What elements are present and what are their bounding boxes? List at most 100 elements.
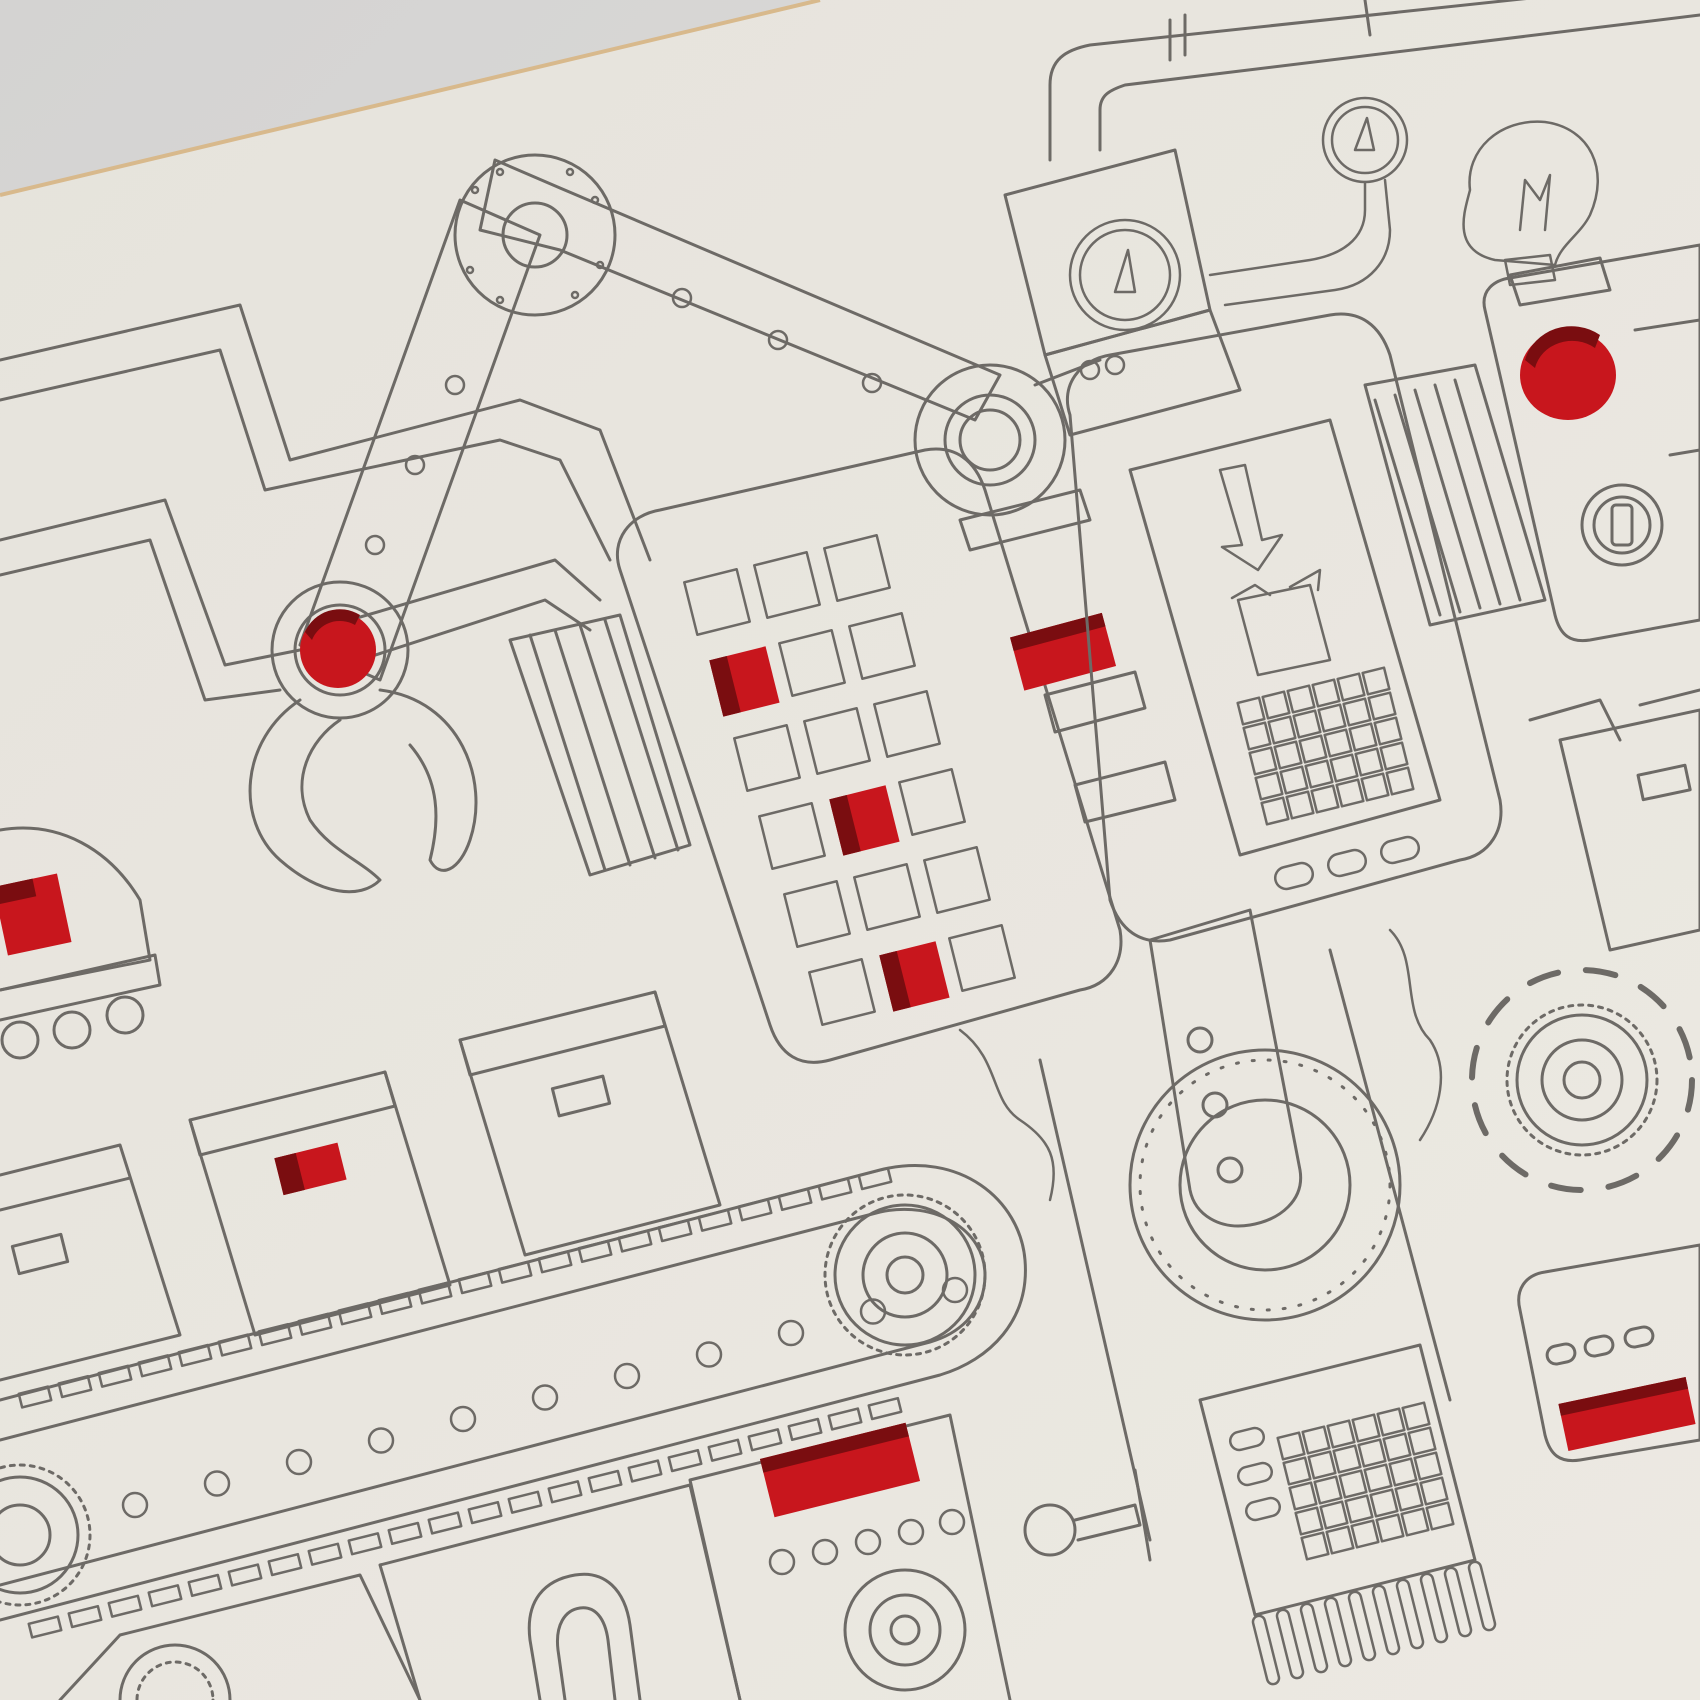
belt-link bbox=[177, 1343, 213, 1368]
keyboard-grid-cell bbox=[1301, 1425, 1331, 1455]
belt-holes bbox=[121, 1276, 969, 1519]
keyboard-grid bbox=[1276, 1401, 1455, 1561]
keyboard-grid-cell bbox=[1276, 1431, 1306, 1461]
left-machine-head bbox=[0, 826, 162, 1060]
belt-link bbox=[817, 1177, 853, 1201]
keyboard-grid-cell bbox=[1375, 1513, 1405, 1543]
belt-link bbox=[147, 1584, 183, 1608]
keyboard-grid-cell bbox=[1382, 1432, 1412, 1462]
bellows-connector bbox=[508, 613, 692, 877]
belt-link bbox=[217, 1333, 253, 1357]
keypad-key bbox=[778, 629, 846, 697]
belt-link bbox=[857, 1166, 893, 1191]
keypad-key bbox=[803, 707, 871, 775]
side-button-cutout-shadow bbox=[1010, 612, 1106, 652]
keypad-key bbox=[948, 924, 1016, 992]
keyboard-grid-cell bbox=[1369, 1488, 1399, 1518]
left-head-cutout-shadow bbox=[0, 878, 37, 905]
display-grid-cell bbox=[1254, 771, 1284, 801]
belt-links bbox=[17, 1166, 903, 1639]
keyboard-side-buttons bbox=[1228, 1426, 1282, 1522]
belt-hole bbox=[613, 1362, 641, 1390]
gripper-claw-icon bbox=[248, 688, 478, 894]
belt-link bbox=[227, 1563, 263, 1587]
keyboard-grid-cell bbox=[1300, 1531, 1330, 1561]
display-grid-cell bbox=[1279, 765, 1309, 795]
belt-link bbox=[17, 1385, 53, 1409]
bottom-right-device bbox=[1517, 1243, 1700, 1463]
vent-slot bbox=[1251, 1614, 1281, 1686]
keyboard-grid-cell bbox=[1376, 1407, 1406, 1437]
light-bulb-icon bbox=[1462, 120, 1599, 287]
display-grid-cell bbox=[1348, 722, 1378, 752]
belt-link bbox=[867, 1396, 903, 1421]
central-display-panel bbox=[1033, 312, 1503, 943]
right-control-box bbox=[1482, 243, 1700, 643]
belt-hole bbox=[449, 1405, 477, 1433]
display-grid bbox=[1236, 666, 1415, 826]
belt-link bbox=[187, 1573, 223, 1598]
belt-link bbox=[537, 1250, 573, 1274]
pressure-gauge-small-icon bbox=[1208, 96, 1409, 307]
side-button-column bbox=[958, 488, 1177, 824]
keypad-key-cutout-shadow bbox=[709, 655, 741, 717]
keypad-key bbox=[823, 534, 891, 602]
keyboard-grid-cell bbox=[1419, 1476, 1449, 1506]
joystick-lever-icon bbox=[1023, 1468, 1152, 1562]
display-grid-cell bbox=[1342, 697, 1372, 727]
pressure-gauge-icon bbox=[1068, 218, 1182, 381]
belt-link bbox=[97, 1364, 133, 1388]
vent-slot bbox=[1443, 1566, 1473, 1638]
display-grid-cell bbox=[1385, 766, 1415, 796]
belt-link bbox=[657, 1218, 693, 1243]
vent-slot bbox=[1299, 1602, 1329, 1674]
keypad-key bbox=[733, 724, 801, 792]
gauge-tower bbox=[1003, 0, 1700, 437]
belt-link bbox=[667, 1448, 703, 1473]
belt-link bbox=[267, 1552, 303, 1577]
keyboard-grid-cell bbox=[1363, 1463, 1393, 1493]
belt-hole bbox=[695, 1341, 723, 1368]
keypad-key bbox=[923, 846, 991, 914]
bottom-right-cutout-shadow bbox=[1558, 1377, 1689, 1416]
belt-link bbox=[107, 1594, 143, 1618]
belt-link bbox=[507, 1490, 543, 1514]
belt-link bbox=[697, 1208, 733, 1232]
display-grid-cell bbox=[1298, 734, 1328, 764]
bottom-keyboard-panel bbox=[1198, 1343, 1477, 1617]
keyboard-grid-cell bbox=[1288, 1481, 1318, 1511]
control-keypad-icon bbox=[615, 447, 1123, 1064]
box-cutout-shadow bbox=[274, 1152, 305, 1196]
keypad-key-cutout-shadow bbox=[829, 794, 861, 856]
display-grid-cell bbox=[1260, 796, 1290, 826]
keyboard-grid-cell bbox=[1313, 1475, 1343, 1505]
belt-link bbox=[137, 1354, 173, 1378]
keyboard-grid-cell bbox=[1401, 1401, 1431, 1431]
robotic-arm-icon bbox=[270, 153, 1067, 720]
display-grid-cell bbox=[1354, 747, 1384, 777]
belt-link bbox=[377, 1291, 413, 1316]
keypad-key bbox=[683, 568, 751, 636]
display-grid-cell bbox=[1273, 740, 1303, 770]
vent-slot bbox=[1395, 1578, 1425, 1650]
vent-slot bbox=[1275, 1608, 1305, 1680]
belt-link bbox=[57, 1374, 93, 1399]
keyboard-grid-cell bbox=[1326, 1419, 1356, 1449]
keypad-key bbox=[873, 690, 941, 758]
display-grid-cell bbox=[1242, 721, 1272, 751]
belt-link bbox=[587, 1469, 623, 1494]
keypad-key bbox=[898, 768, 966, 836]
control-box-cutout-shadow bbox=[1525, 326, 1600, 368]
keyboard-grid-cell bbox=[1425, 1501, 1455, 1531]
keyboard-grid-cell bbox=[1344, 1494, 1374, 1524]
belt-hole bbox=[203, 1470, 231, 1497]
cardboard-box-icon bbox=[1230, 568, 1332, 677]
belt-link bbox=[457, 1270, 493, 1295]
belt-link bbox=[747, 1428, 783, 1452]
down-arrow-icon bbox=[1218, 463, 1284, 572]
display-grid-cell bbox=[1335, 778, 1365, 808]
keyboard-grid-cell bbox=[1351, 1413, 1381, 1443]
belt-link bbox=[627, 1459, 663, 1483]
belt-link bbox=[297, 1312, 333, 1336]
belt-link bbox=[497, 1260, 533, 1284]
